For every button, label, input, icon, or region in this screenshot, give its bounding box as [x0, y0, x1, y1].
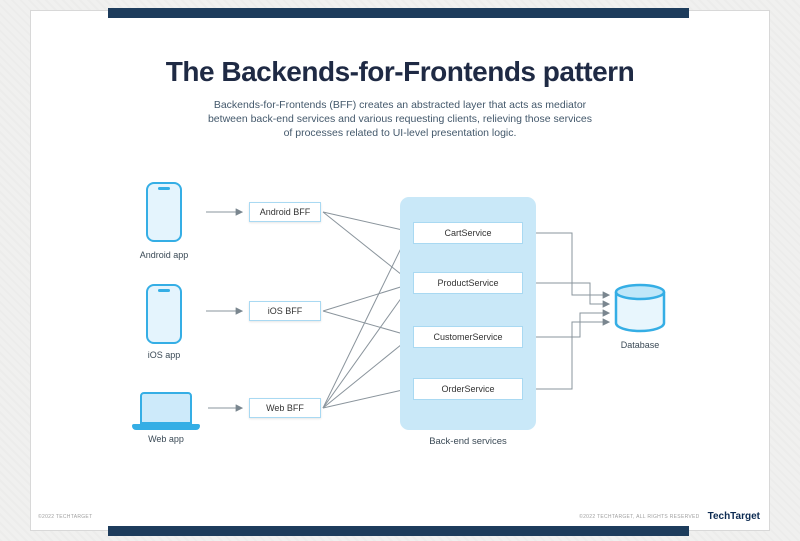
database-label: Database: [620, 340, 660, 350]
service-box-cart: CartService: [413, 222, 523, 244]
footer-copyright: ©2022 TECHTARGET, ALL RIGHTS RESERVED: [579, 513, 700, 520]
bff-box-ios: iOS BFF: [249, 301, 321, 321]
phone-icon-ios: [146, 284, 182, 344]
page-subtitle: Backends-for-Frontends (BFF) creates an …: [0, 98, 800, 140]
laptop-screen: [140, 392, 192, 424]
subtitle-line: of processes related to UI-level present…: [283, 127, 517, 139]
client-label-android: Android app: [139, 250, 189, 260]
client-label-web: Web app: [148, 434, 184, 444]
backend-panel-label: Back-end services: [429, 436, 507, 447]
service-box-order: OrderService: [413, 378, 523, 400]
bff-box-web: Web BFF: [249, 398, 321, 418]
top-accent-bar: [108, 8, 689, 18]
bff-box-android: Android BFF: [249, 202, 321, 222]
phone-icon-android: [146, 182, 182, 242]
subtitle-line: between back-end services and various re…: [207, 113, 593, 125]
service-box-product: ProductService: [413, 272, 523, 294]
laptop-icon: [132, 392, 200, 430]
bottom-accent-bar: [108, 526, 689, 536]
techtarget-logo: TechTarget: [707, 511, 760, 522]
footer-left-text: ©2022 TECHTARGET: [38, 514, 93, 520]
service-box-customer: CustomerService: [413, 326, 523, 348]
client-label-ios: iOS app: [147, 350, 181, 360]
database-icon: [614, 283, 666, 333]
subtitle-line: Backends-for-Frontends (BFF) creates an …: [213, 99, 587, 111]
laptop-base: [132, 424, 200, 430]
page-title: The Backends-for-Frontends pattern: [165, 56, 635, 87]
footer-right: ©2022 TECHTARGET, ALL RIGHTS RESERVED Te…: [579, 511, 760, 522]
